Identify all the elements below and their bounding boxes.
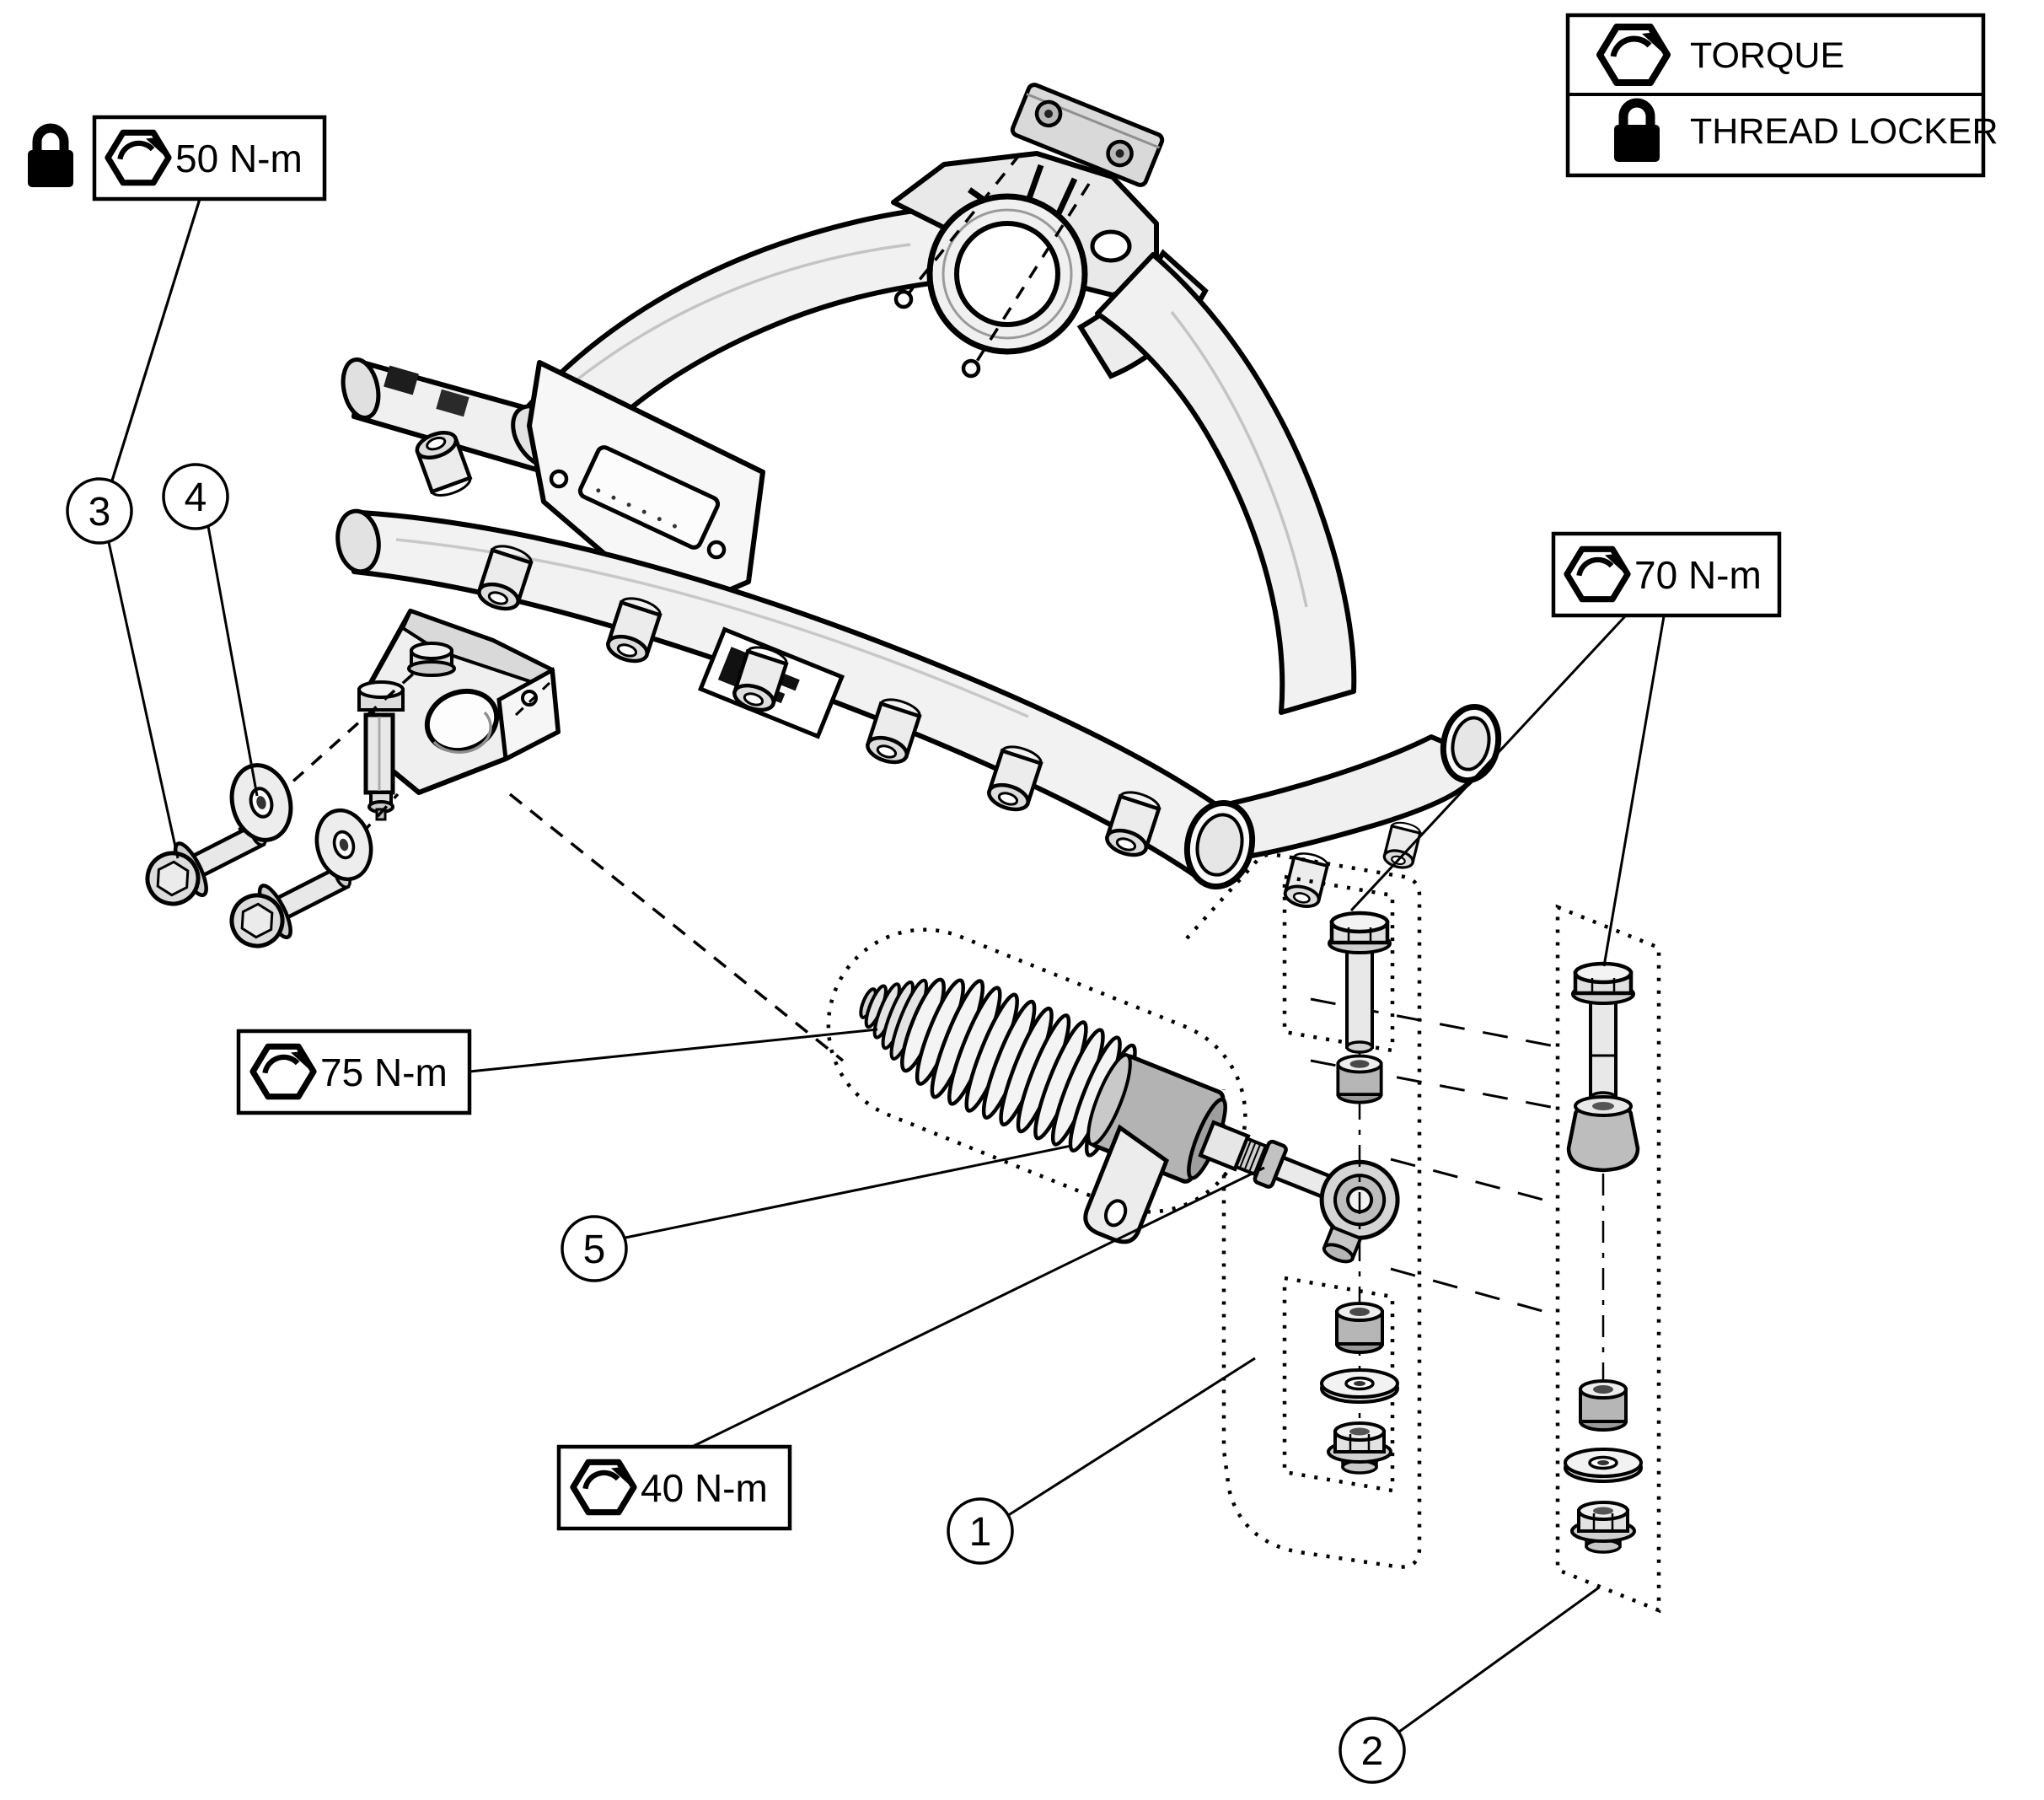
callout-circle-5 [561, 1215, 628, 1282]
torque-callout-50: 50 N-m [28, 115, 327, 481]
alignment-dashed-lines [1310, 997, 1560, 1317]
assembly-axis-dashed-line [508, 793, 845, 1062]
mount-ghost-outline-right [1555, 904, 1661, 1614]
torque-callout-40: 40 N-m [556, 1166, 1265, 1531]
callout-circle-3 [66, 477, 133, 545]
spacer-bushing [1336, 1054, 1383, 1104]
pivot-bracket [357, 609, 561, 821]
torque-value-75: 75 N-m [320, 1050, 448, 1094]
top-strap-plate [907, 83, 1165, 363]
callout-number-2: 2 [1361, 1729, 1384, 1774]
legend-label-torque: TORQUE [1690, 35, 1844, 76]
callout-number-4: 4 [185, 476, 207, 520]
plate-mount-hole [893, 289, 914, 309]
callout-circle-2 [1339, 1717, 1406, 1784]
ghost-outlines [826, 852, 1661, 1614]
shock-mount-bolt [1573, 964, 1634, 1103]
callout-number-5: 5 [583, 1228, 606, 1272]
washer-item4 [309, 804, 378, 885]
callout-circle-4 [162, 463, 229, 530]
frame-sticker-small [384, 365, 419, 395]
flange-nut [1570, 1501, 1636, 1554]
torque-callout-70: 70 N-m [1349, 531, 1782, 967]
callout-number-3: 3 [89, 490, 111, 535]
torque-value-70: 70 N-m [1634, 553, 1762, 597]
flange-nut [1327, 1421, 1392, 1475]
torque-value-40: 40 N-m [641, 1466, 768, 1510]
mount-ghost-outline-left [1185, 852, 1422, 1569]
flat-washer [1320, 1368, 1399, 1404]
shock-absorber [859, 977, 1400, 1264]
shock-mount-hardware-rear [1564, 964, 1643, 1554]
lower-bushing [1579, 1379, 1628, 1432]
plate-mount-hole [961, 358, 981, 379]
torque-value-50: 50 N-m [175, 137, 303, 180]
callout-circle-1 [947, 1497, 1014, 1565]
legend-label-thread-locker: THREAD LOCKER [1690, 111, 1998, 152]
pivot-bolts-and-washers [137, 669, 845, 1062]
shock-mount-bolt [1329, 913, 1390, 1052]
callout-number-1: 1 [969, 1510, 992, 1555]
legend: TORQUE THREAD LOCKER [1565, 13, 1998, 178]
torque-callout-75: 75 N-m [236, 1028, 878, 1115]
part-callouts: 1 2 3 4 5 [66, 198, 1600, 1784]
flat-washer [1564, 1448, 1643, 1483]
thread-locker-padlock-icon [28, 128, 73, 187]
lower-bushing [1335, 1302, 1384, 1354]
frame-assembly [335, 151, 1502, 911]
